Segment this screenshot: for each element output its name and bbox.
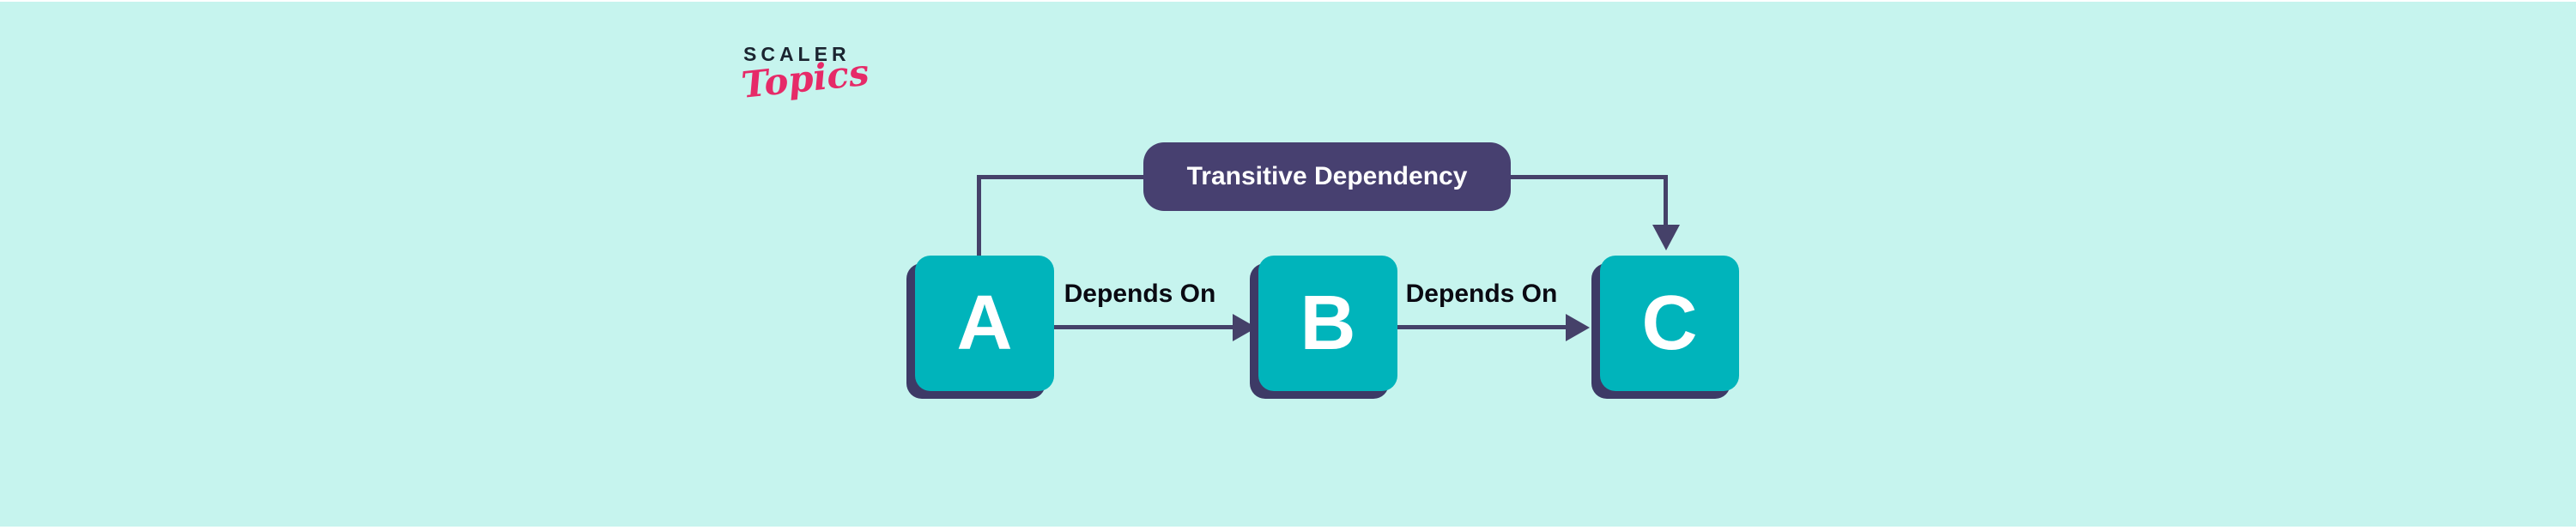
- logo-scaler-text: SCALER: [743, 43, 851, 65]
- arrowhead-right-icon: [1233, 314, 1257, 341]
- connector-top-left-line: [977, 175, 1150, 179]
- node-b: B: [1258, 256, 1397, 391]
- logo-topics-text: Topics: [739, 51, 871, 106]
- scaler-topics-logo: SCALER Topics: [739, 43, 871, 106]
- connector-top-right-line: [1506, 175, 1668, 179]
- connector-a-up-line: [977, 175, 981, 257]
- edge-a-b-label: Depends On: [1064, 280, 1216, 308]
- connector-c-down-line: [1664, 175, 1668, 226]
- arrowhead-right-icon: [1566, 314, 1590, 341]
- arrowhead-down-icon: [1652, 225, 1680, 250]
- node-a: A: [915, 256, 1054, 391]
- node-c: C: [1600, 256, 1739, 391]
- transitive-dependency-pill: Transitive Dependency: [1143, 142, 1511, 211]
- edge-b-c-label: Depends On: [1405, 280, 1558, 308]
- edge-b-c-line: [1397, 325, 1569, 329]
- edge-a-b-line: [1054, 325, 1236, 329]
